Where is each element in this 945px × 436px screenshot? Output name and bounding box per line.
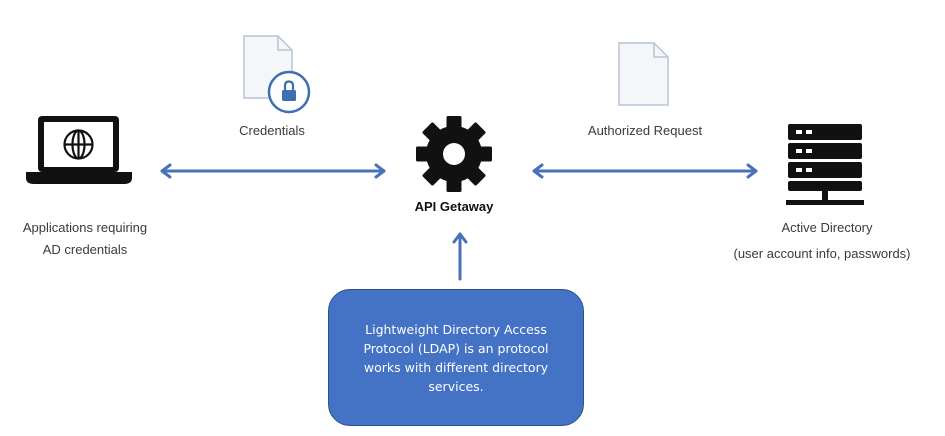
laptop-globe-icon <box>26 116 132 184</box>
document-icon <box>618 42 669 106</box>
edge-label-credentials: Credentials <box>239 123 305 138</box>
app-label-line1: Applications requiring <box>22 220 148 235</box>
edge-label-authorized: Authorized Request <box>587 123 703 138</box>
server-icon <box>786 124 864 205</box>
ldap-note-text: Lightweight Directory Access Protocol (L… <box>363 321 549 394</box>
gateway-label: API Getaway <box>414 199 494 214</box>
document-lock-icon <box>243 35 311 114</box>
ad-label-line2: (user account info, passwords) <box>733 246 911 261</box>
gear-icon <box>416 116 492 192</box>
app-label-line2: AD credentials <box>42 242 128 257</box>
ad-label-line1: Active Directory <box>781 220 873 235</box>
ldap-note-box: Lightweight Directory Access Protocol (L… <box>328 289 584 426</box>
